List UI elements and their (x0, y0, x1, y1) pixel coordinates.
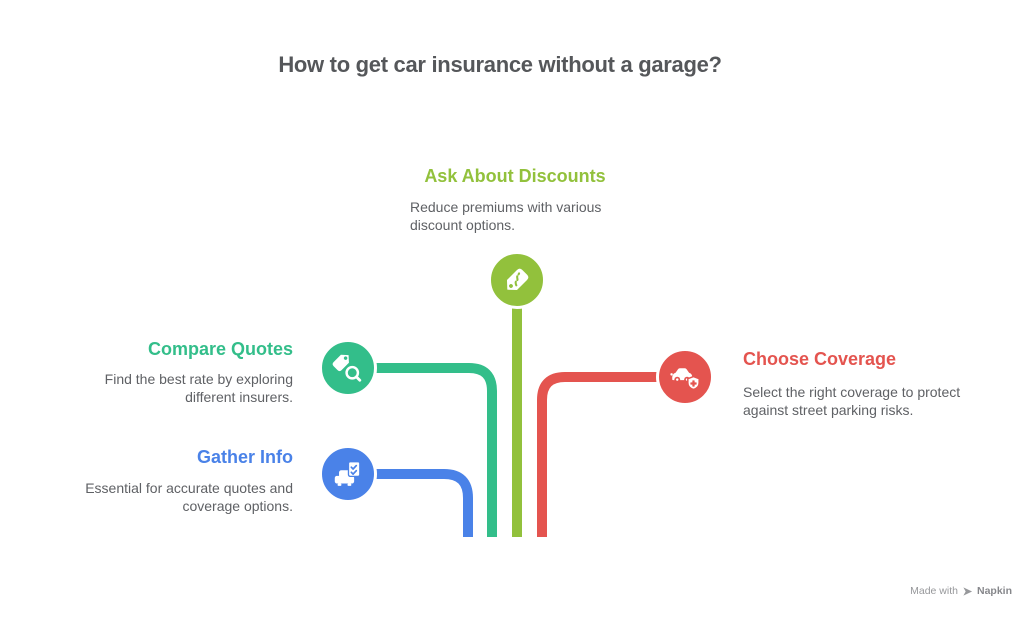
gather-node (319, 445, 377, 503)
compare-node (319, 339, 377, 397)
watermark-made-with-text: Made with (910, 585, 958, 597)
step-ask-about-discounts-title: Ask About Discounts (424, 166, 606, 186)
step-compare-quotes-description: Find the best rate by exploring differen… (104, 371, 293, 405)
watermark-brand-text: Napkin (976, 585, 1012, 597)
step-gather-info-description: Essential for accurate quotes and covera… (85, 480, 293, 514)
page-title: How to get car insurance without a garag… (278, 52, 722, 77)
tag-magnifier-icon (332, 354, 362, 382)
step-ask-about-discounts-description: Reduce premiums with various discount op… (410, 199, 602, 233)
car-shield-plus-icon (670, 368, 700, 391)
coverage-node (656, 348, 714, 406)
connector-compare (348, 363, 497, 537)
connector-gather (348, 469, 473, 537)
connector-outline (534, 369, 685, 540)
price-tag-dollar-icon (506, 268, 529, 291)
step-choose-coverage-description: Select the right coverage to protect aga… (743, 384, 961, 418)
connector-coverage (537, 372, 685, 537)
step-choose-coverage-title: Choose Coverage (743, 349, 897, 369)
step-compare-quotes-title: Compare Quotes (147, 339, 293, 359)
step-ask-about-discounts: Ask About Discounts Reduce premiums with… (410, 166, 620, 234)
step-compare-quotes: Compare Quotes Find the best rate by exp… (57, 339, 293, 406)
discounts-node (488, 251, 546, 309)
step-choose-coverage: Choose Coverage Select the right coverag… (743, 349, 1009, 419)
made-with-napkin-link[interactable]: Made with Napkin (910, 585, 1012, 597)
step-gather-info: Gather Info Essential for accurate quote… (45, 447, 293, 515)
car-checklist-icon (334, 461, 361, 486)
step-gather-info-title: Gather Info (196, 447, 293, 467)
napkin-logo-icon (963, 586, 973, 596)
